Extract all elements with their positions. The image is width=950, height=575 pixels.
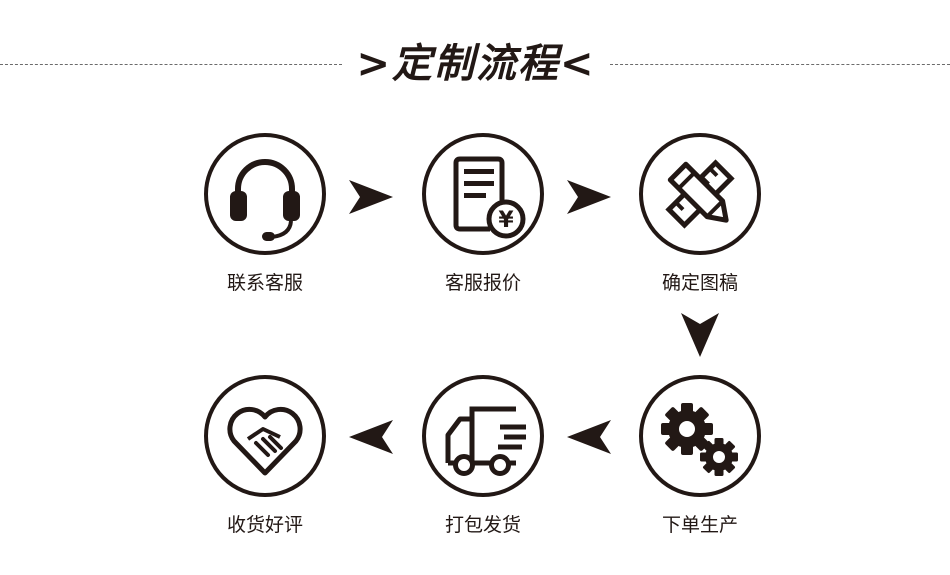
arrow-down-icon bbox=[681, 313, 719, 357]
step-label: 收货好评 bbox=[226, 514, 303, 536]
step-label: 联系客服 bbox=[226, 272, 303, 294]
step-production: 下单生产 bbox=[635, 375, 765, 537]
step-icon-circle bbox=[204, 133, 326, 255]
step-receive-review: 收货好评 bbox=[200, 375, 330, 537]
left-dashed-rule bbox=[0, 64, 342, 65]
arrow-left-icon bbox=[567, 420, 611, 454]
delivery-truck-icon bbox=[445, 406, 526, 476]
step-pack-ship: 打包发货 bbox=[418, 375, 548, 537]
step-icon-circle bbox=[639, 375, 761, 497]
headset-icon bbox=[230, 159, 300, 241]
quote-document-yen-icon: ¥ bbox=[453, 156, 526, 239]
pencil-ruler-icon bbox=[665, 159, 735, 229]
step-icon-circle bbox=[639, 133, 761, 255]
handshake-heart-icon bbox=[227, 406, 303, 476]
step-contact-service: 联系客服 bbox=[200, 133, 330, 295]
arrow-left-icon bbox=[349, 420, 393, 454]
gears-icon bbox=[661, 403, 738, 476]
arrow-right-icon bbox=[567, 180, 611, 214]
yen-symbol: ¥ bbox=[498, 208, 514, 233]
step-service-quote: ¥ 客服报价 bbox=[418, 133, 548, 295]
arrow-right-icon bbox=[349, 180, 393, 214]
step-label: 打包发货 bbox=[444, 514, 521, 536]
page-title: >定制流程< bbox=[356, 41, 596, 87]
step-confirm-artwork: 确定图稿 bbox=[635, 133, 765, 295]
step-icon-circle bbox=[204, 375, 326, 497]
right-dashed-rule bbox=[610, 64, 950, 65]
step-icon-circle: ¥ bbox=[422, 133, 544, 255]
step-icon-circle bbox=[422, 375, 544, 497]
step-label: 客服报价 bbox=[444, 272, 521, 294]
step-label: 确定图稿 bbox=[661, 272, 738, 294]
step-label: 下单生产 bbox=[661, 514, 738, 536]
